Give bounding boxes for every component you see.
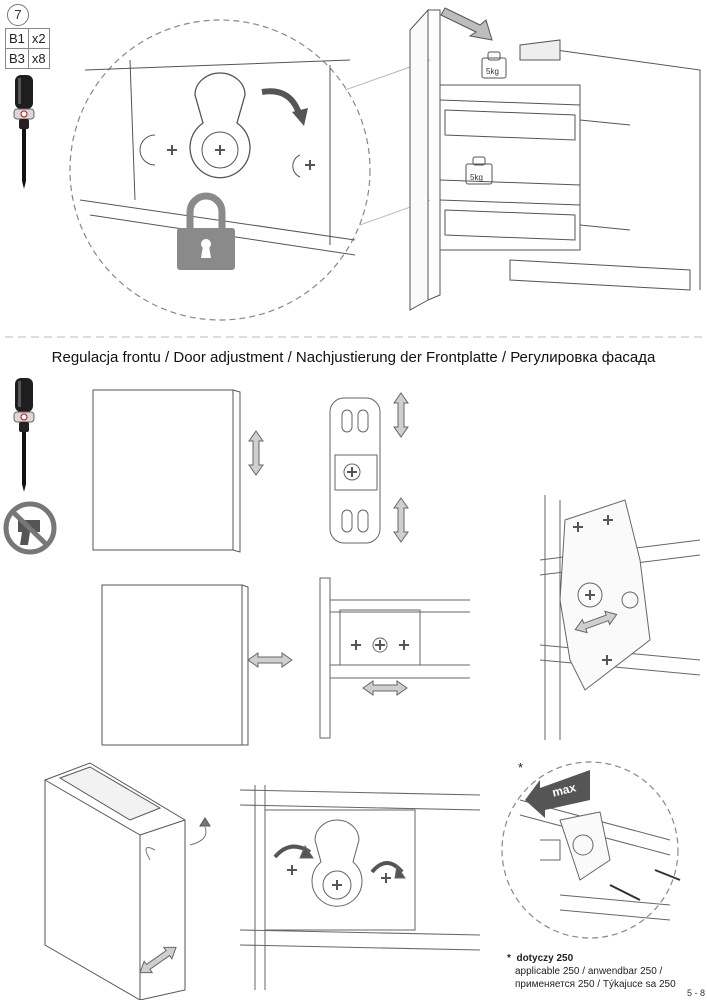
screwdriver-icon: [13, 74, 35, 190]
hinge-vertical-detail: [329, 392, 409, 544]
part-qty: x2: [27, 28, 50, 49]
hinge-side-detail: [319, 577, 470, 739]
parts-row: B1 x2: [5, 28, 50, 49]
hinge-front-detail: [239, 785, 481, 990]
footnote-line: применяется 250 / Týkajuce sa 250: [515, 979, 676, 990]
hinge-3d-detail: [539, 495, 701, 740]
screwdriver-icon: [13, 377, 35, 493]
step-number: 7: [7, 4, 29, 26]
part-code: B3: [5, 48, 29, 69]
part-qty: x8: [27, 48, 50, 69]
zoom-detail-circle: [501, 761, 681, 939]
footnote: * dotyczy 250 applicable 250 / anwendbar…: [507, 952, 676, 991]
weight-label: 5kg: [470, 173, 483, 182]
page-number: 5 - 8: [687, 988, 706, 998]
door-panel-vertical: [92, 389, 264, 553]
padlock-icon: [177, 192, 235, 270]
no-drill-icon: [3, 501, 57, 555]
footnote-marker: *: [507, 953, 511, 964]
section-title: Regulacja frontu / Door adjustment / Nac…: [51, 349, 656, 366]
door-panel-horizontal: [101, 584, 293, 746]
footnote-head: dotyczy 250: [516, 953, 574, 964]
zoom-detail-circle: [69, 19, 431, 321]
asterisk-mark: *: [518, 760, 524, 775]
parts-row: B3 x8: [5, 48, 50, 69]
max-arrow-icon: [525, 770, 590, 818]
part-code: B1: [5, 28, 29, 49]
cabinet-drawing: [409, 7, 701, 311]
door-3d-drawing: [44, 762, 211, 1000]
footnote-line: applicable 250 / anwendbar 250 /: [515, 966, 663, 977]
weight-label: 5kg: [486, 67, 499, 76]
parts-table: B1 x2 B3 x8: [5, 28, 50, 69]
